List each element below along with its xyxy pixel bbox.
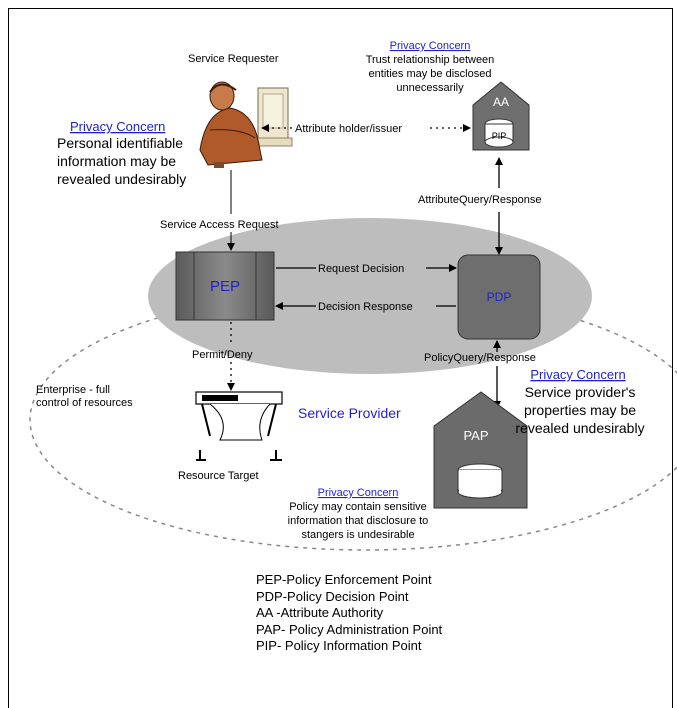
aa-privacy-line-3: unnecessarily [396, 82, 464, 94]
policy-privacy-line-1: Policy may contain sensitive [289, 501, 427, 513]
pip-label: PIP [492, 131, 507, 141]
aa-privacy-title[interactable]: Privacy Concern [390, 40, 471, 52]
attribute-query-label: AttributeQuery/Response [418, 194, 542, 206]
legend-item: PDP-Policy Decision Point [256, 588, 409, 604]
aa-label: AA [493, 95, 509, 109]
requester-privacy-line-3: revealed undesirably [57, 171, 186, 187]
pap-house-icon [433, 391, 528, 509]
pdp-label: PDP [487, 290, 512, 304]
attribute-holder-label: Attribute holder/issuer [295, 123, 402, 135]
requester-privacy-line-2: information may be [57, 153, 176, 169]
pep-box [175, 251, 275, 321]
provider-privacy-line-3: revealed undesirably [515, 420, 644, 436]
requester-privacy-line-1: Personal identifiable [57, 135, 183, 151]
enterprise-line-1: Enterprise - full [36, 384, 110, 396]
service-access-label: Service Access Request [160, 219, 279, 231]
legend-item: PEP-Policy Enforcement Point [256, 572, 432, 587]
pep-label: PEP [210, 278, 240, 295]
policy-privacy-line-2: information that disclosure to [288, 515, 429, 527]
policy-query-label: PolicyQuery/Response [424, 352, 536, 364]
service-provider-label: Service Provider [298, 405, 401, 421]
pap-label: PAP [463, 428, 488, 443]
policy-privacy-title[interactable]: Privacy Concern [318, 487, 399, 499]
request-decision-label: Request Decision [318, 263, 404, 275]
legend-item: PIP- Policy Information Point [256, 638, 422, 653]
aa-house-icon [472, 81, 530, 151]
legend-item: AA -Attribute Authority [256, 605, 384, 620]
service-provider-boundary [29, 289, 677, 551]
enterprise-line-2: control of resources [36, 397, 133, 409]
aa-privacy-line-1: Trust relationship between [366, 54, 495, 66]
resource-target-icon [195, 391, 283, 461]
requester-privacy-title[interactable]: Privacy Concern [70, 119, 165, 134]
service-requester-label: Service Requester [188, 53, 279, 65]
pdp-box [457, 254, 541, 340]
aa-privacy-line-2: entities may be disclosed [369, 68, 492, 80]
resource-target-label: Resource Target [178, 470, 259, 482]
provider-privacy-line-2: properties may be [524, 402, 636, 418]
legend: PEP-Policy Enforcement Point PDP-Policy … [256, 572, 442, 655]
legend-item: PAP- Policy Administration Point [256, 621, 443, 637]
provider-privacy-title[interactable]: Privacy Concern [530, 367, 625, 382]
service-requester-icon [199, 81, 293, 168]
permit-deny-label: Permit/Deny [192, 349, 253, 361]
diagram-frame [8, 8, 673, 708]
provider-privacy-line-1: Service provider's [525, 384, 636, 400]
policy-privacy-line-3: stangers is undesirable [301, 529, 414, 541]
decision-response-label: Decision Response [318, 301, 413, 313]
